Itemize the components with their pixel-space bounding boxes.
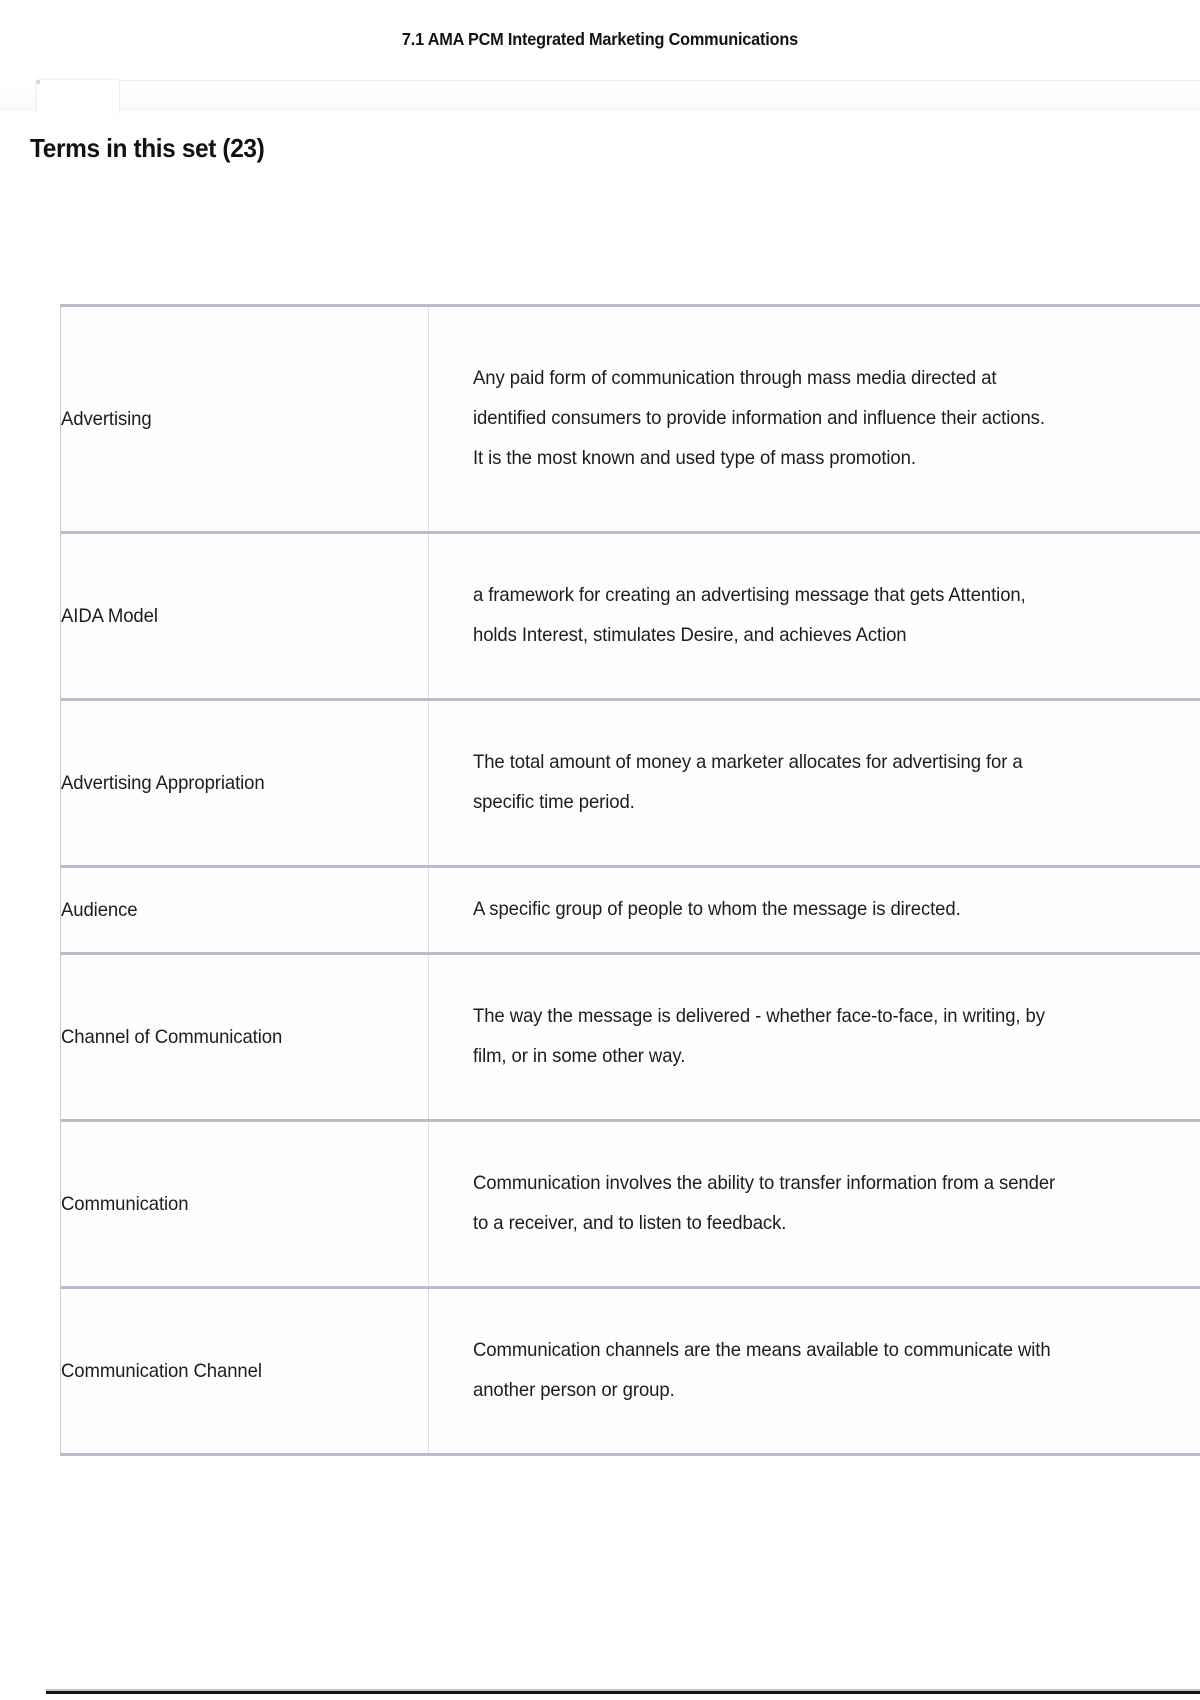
table-row: Advertising Appropriation The total amoun… bbox=[61, 701, 1200, 868]
table-row: Channel of Communication The way the mess… bbox=[61, 954, 1200, 1122]
term-cell: Advertising bbox=[61, 307, 429, 531]
definition-line: Communication involves the ability to tr… bbox=[473, 1172, 1056, 1194]
term-cell: Advertising Appropriation bbox=[61, 701, 429, 865]
definition-line: The way the message is delivered - wheth… bbox=[473, 1005, 1045, 1027]
definition-text: A specific group of people to whom the m… bbox=[473, 890, 961, 930]
definition-text: Communication involves the ability to tr… bbox=[473, 1164, 1055, 1244]
term-label: AIDA Model bbox=[61, 604, 158, 627]
term-cell: Channel of Communication bbox=[61, 954, 429, 1119]
definition-line: to a receiver, and to listen to feedback… bbox=[473, 1211, 787, 1234]
definition-text: a framework for creating an advertising … bbox=[473, 576, 1026, 656]
definition-line: identified consumers to provide informat… bbox=[473, 407, 1045, 430]
table-row: AIDA Model a framework for creating an ad… bbox=[61, 534, 1200, 701]
terms-in-set-heading: Terms in this set (23) bbox=[30, 133, 265, 163]
term-label: Channel of Communication bbox=[61, 1025, 283, 1048]
term-cell: Communication bbox=[61, 1121, 429, 1286]
term-label: Advertising Appropriation bbox=[61, 771, 265, 794]
definition-cell: A specific group of people to whom the m… bbox=[429, 868, 1200, 952]
header-strip-divider bbox=[118, 80, 1200, 81]
term-label: Communication bbox=[61, 1192, 189, 1215]
definition-line: Communication channels are the means ava… bbox=[473, 1339, 1051, 1361]
page-title: 7.1 AMA PCM Integrated Marketing Communi… bbox=[401, 28, 799, 49]
table-row: Advertising Any paid form of communicatio… bbox=[61, 307, 1200, 534]
term-cell: Communication Channel bbox=[61, 1288, 429, 1453]
page-header: 7.1 AMA PCM Integrated Marketing Communi… bbox=[0, 0, 1200, 78]
definition-line: film, or in some other way. bbox=[473, 1044, 686, 1067]
terms-table: Advertising Any paid form of communicatio… bbox=[60, 304, 1200, 1456]
definition-line: The total amount of money a marketer all… bbox=[473, 751, 1023, 774]
definition-line: holds Interest, stimulates Desire, and a… bbox=[473, 624, 907, 646]
definition-text: The total amount of money a marketer all… bbox=[473, 743, 1023, 823]
definition-cell: The way the message is delivered - wheth… bbox=[429, 955, 1200, 1119]
table-row: Communication Communication involves the … bbox=[61, 1121, 1200, 1289]
definition-cell: Communication channels are the means ava… bbox=[429, 1289, 1200, 1453]
tab-corner-marker bbox=[36, 80, 40, 84]
table-row: Communication Channel Communication chann… bbox=[61, 1288, 1200, 1453]
definition-cell: a framework for creating an advertising … bbox=[429, 534, 1200, 698]
definition-cell: Communication involves the ability to tr… bbox=[429, 1122, 1200, 1286]
definition-line: Any paid form of communication through m… bbox=[473, 367, 997, 390]
definition-line: a framework for creating an advertising … bbox=[473, 584, 1026, 607]
term-label: Advertising bbox=[61, 407, 152, 430]
definition-cell: Any paid form of communication through m… bbox=[429, 307, 1200, 531]
definition-line: A specific group of people to whom the m… bbox=[473, 898, 961, 920]
tab-placeholder[interactable] bbox=[36, 79, 120, 114]
definition-text: Any paid form of communication through m… bbox=[473, 359, 1045, 479]
definition-line: specific time period. bbox=[473, 791, 635, 813]
term-cell: Audience bbox=[61, 868, 429, 952]
header-strip bbox=[0, 79, 1200, 110]
term-label: Communication Channel bbox=[61, 1359, 262, 1382]
definition-text: The way the message is delivered - wheth… bbox=[473, 997, 1045, 1077]
term-label: Audience bbox=[61, 898, 138, 921]
footer-divider bbox=[46, 1689, 1200, 1694]
term-cell: AIDA Model bbox=[61, 534, 429, 698]
definition-text: Communication channels are the means ava… bbox=[473, 1331, 1051, 1411]
definition-cell: The total amount of money a marketer all… bbox=[429, 701, 1200, 865]
definition-line: It is the most known and used type of ma… bbox=[473, 446, 916, 469]
definition-line: another person or group. bbox=[473, 1378, 675, 1401]
table-row: Audience A specific group of people to wh… bbox=[61, 868, 1200, 955]
